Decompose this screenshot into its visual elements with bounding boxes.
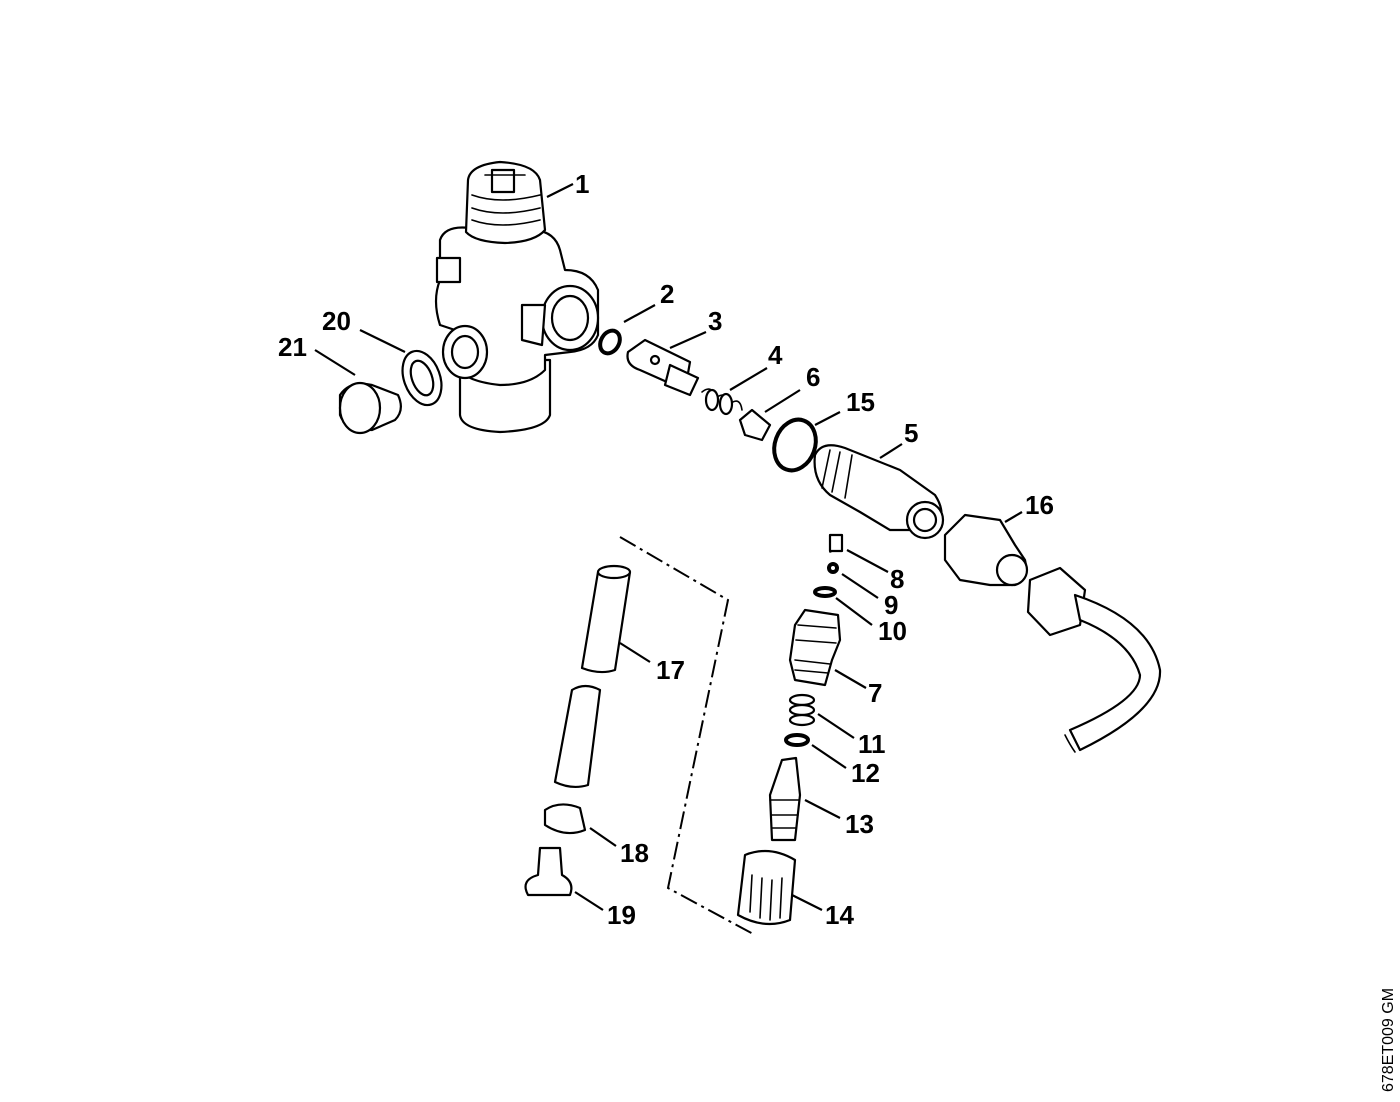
- callout-7: 7: [868, 678, 882, 708]
- callout-labels: 1 2 3 4 5 6 7 8 9 10 11 12 13 14 15 16 1…: [278, 169, 1054, 930]
- small-seal-part: [813, 586, 837, 598]
- sealing-washer-part: [401, 349, 443, 407]
- callout-3: 3: [708, 306, 722, 336]
- filter-cap-part: [736, 849, 797, 926]
- callout-16: 16: [1025, 490, 1054, 520]
- callout-4: 4: [768, 340, 783, 370]
- pressure-fitting-part: [813, 444, 945, 540]
- callout-5: 5: [904, 418, 918, 448]
- callout-9: 9: [884, 590, 898, 620]
- callout-15: 15: [846, 387, 875, 417]
- small-spring-part: [828, 533, 844, 553]
- callout-1: 1: [575, 169, 589, 199]
- plug-screw-part: [338, 381, 402, 435]
- valve-spring-part: [788, 693, 816, 727]
- seal-ring-part: [784, 733, 810, 747]
- callout-6: 6: [806, 362, 820, 392]
- o-ring-part: [598, 328, 622, 356]
- callout-10: 10: [878, 616, 907, 646]
- suction-hose-part: [553, 564, 632, 789]
- callout-2: 2: [660, 279, 674, 309]
- leader-lines: [314, 183, 1023, 911]
- large-o-ring-part: [772, 417, 818, 473]
- spring-part: [701, 388, 743, 416]
- hose-nozzle-part: [524, 846, 573, 897]
- callout-11: 11: [858, 729, 886, 759]
- callout-20: 20: [322, 306, 351, 336]
- valve-body-part: [434, 160, 600, 434]
- pressure-hose-part: [1026, 566, 1162, 753]
- valve-cone-part: [738, 408, 772, 442]
- drawing-code: 678ET009 GM: [1380, 988, 1397, 1092]
- callout-13: 13: [845, 809, 874, 839]
- callout-12: 12: [851, 758, 880, 788]
- callout-21: 21: [278, 332, 307, 362]
- callout-18: 18: [620, 838, 649, 868]
- callout-14: 14: [825, 900, 854, 930]
- assembly-group-bracket: [619, 536, 756, 936]
- hose-clamp-part: [543, 803, 587, 835]
- callout-17: 17: [656, 655, 685, 685]
- connector-part: [788, 608, 842, 687]
- needle-valve-part: [768, 756, 802, 842]
- callout-19: 19: [607, 900, 636, 930]
- callout-8: 8: [890, 564, 904, 594]
- ball-part: [827, 562, 839, 574]
- nut-fitting-part: [943, 513, 1029, 587]
- nozzle-insert-part: [626, 338, 700, 397]
